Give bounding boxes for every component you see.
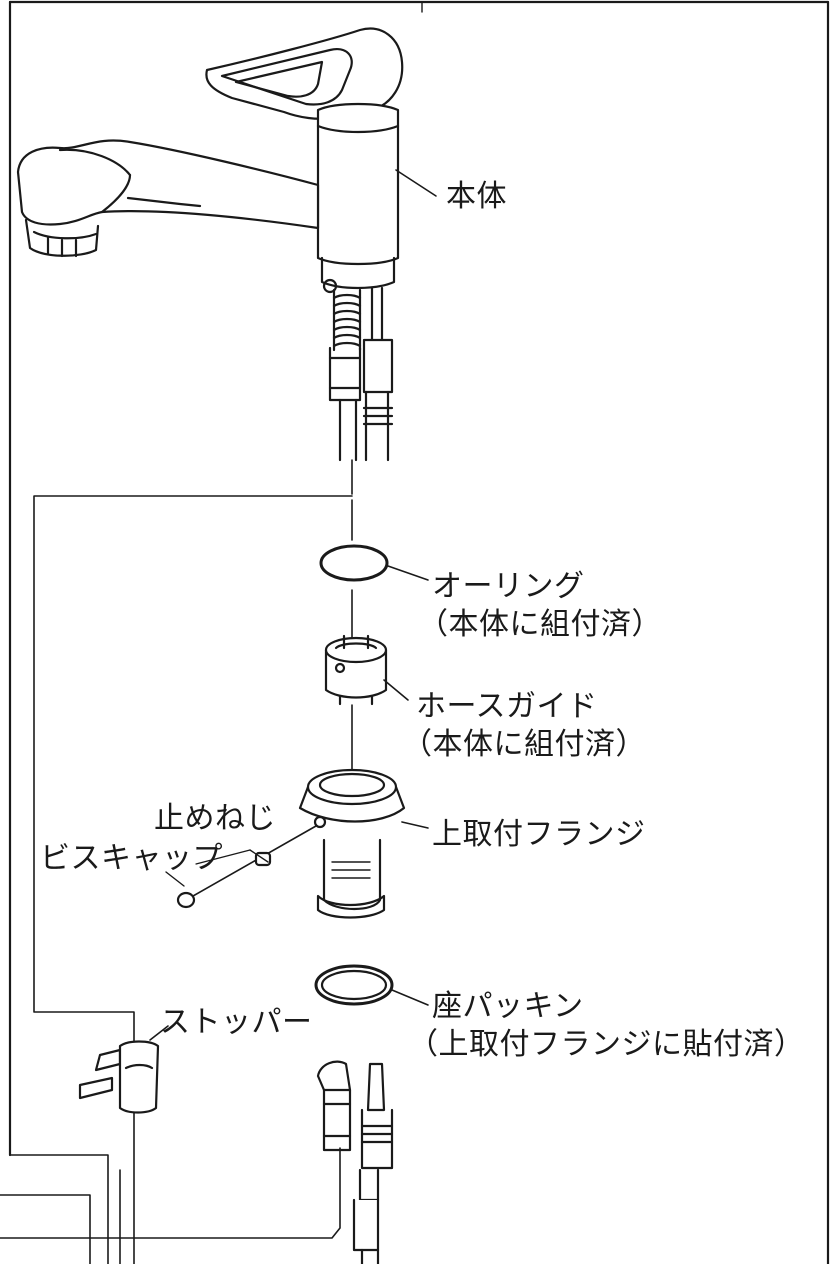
label-seat-packing-name: 座パッキン	[432, 989, 584, 1024]
body-leader	[395, 169, 437, 197]
label-seat-packing: 座パッキン （上取付フランジに貼付済）	[408, 988, 805, 1064]
hose-assembly-lower	[316, 1060, 394, 1264]
label-o-ring: オーリング （本体に組付済）	[418, 568, 662, 644]
label-stopper: ストッパー	[160, 1005, 313, 1040]
hose-guide	[324, 634, 409, 706]
diagram-frame	[8, 0, 830, 1264]
label-screw-cap: ビスキャップ	[40, 841, 223, 876]
label-body: 本体	[446, 179, 507, 214]
o-ring	[319, 544, 429, 582]
screw-label-leader	[195, 849, 251, 865]
label-hose-guide-note: （本体に組付済）	[402, 727, 646, 762]
label-hose-guide: ホースガイド （本体に組付済）	[402, 688, 646, 764]
set-screw-and-cap	[165, 825, 317, 909]
seat-packing	[314, 964, 429, 1006]
label-seat-packing-note: （上取付フランジに貼付済）	[408, 1027, 805, 1062]
faucet-body	[16, 27, 404, 294]
label-hose-guide-name: ホースガイド	[416, 689, 598, 724]
upper-mounting-flange	[298, 768, 429, 919]
label-upper-flange: 上取付フランジ	[432, 817, 646, 852]
label-o-ring-note: （本体に組付済）	[418, 607, 662, 642]
hose-assembly-upper	[328, 286, 394, 462]
label-o-ring-name: オーリング	[432, 569, 585, 604]
label-set-screw: 止めねじ	[154, 801, 276, 836]
stopper-clip	[78, 1025, 169, 1114]
